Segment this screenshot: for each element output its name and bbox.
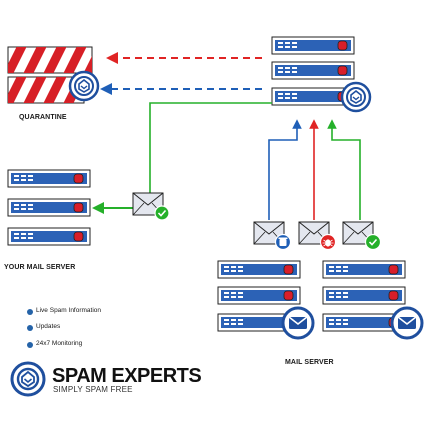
incoming-line-green <box>327 119 361 220</box>
your-mail-server-label: YOUR MAIL SERVER <box>4 264 76 271</box>
feature-bullet-icon <box>27 325 33 331</box>
your-mail-server <box>7 169 91 246</box>
quarantine-icon <box>7 46 100 104</box>
clean-envelope-icon <box>132 192 170 221</box>
bug-envelope-icon <box>298 221 337 251</box>
quarantine-label: QUARANTINE <box>19 114 67 121</box>
filter-server <box>271 36 372 113</box>
mail-server-1 <box>217 260 315 340</box>
spamexperts-logo-icon <box>10 361 46 397</box>
brand-name: SPAM EXPERTS <box>52 365 202 387</box>
feature-item-updates: Updates <box>36 323 61 330</box>
brand-tagline: SIMPLY SPAM FREE <box>53 385 133 394</box>
mail-server-label: MAIL SERVER <box>285 359 334 366</box>
incoming-line-blue <box>268 119 302 220</box>
feature-item-monitoring: 24x7 Monitoring <box>36 340 83 347</box>
feature-item-live-spam: Live Spam Information <box>36 307 102 314</box>
trash-envelope-icon <box>253 221 292 251</box>
feature-bullet-icon <box>27 342 33 348</box>
check-envelope-icon <box>342 221 382 251</box>
clean-mail-line <box>149 102 272 193</box>
feature-bullet-icon <box>27 309 33 315</box>
mail-server-2 <box>322 260 424 340</box>
